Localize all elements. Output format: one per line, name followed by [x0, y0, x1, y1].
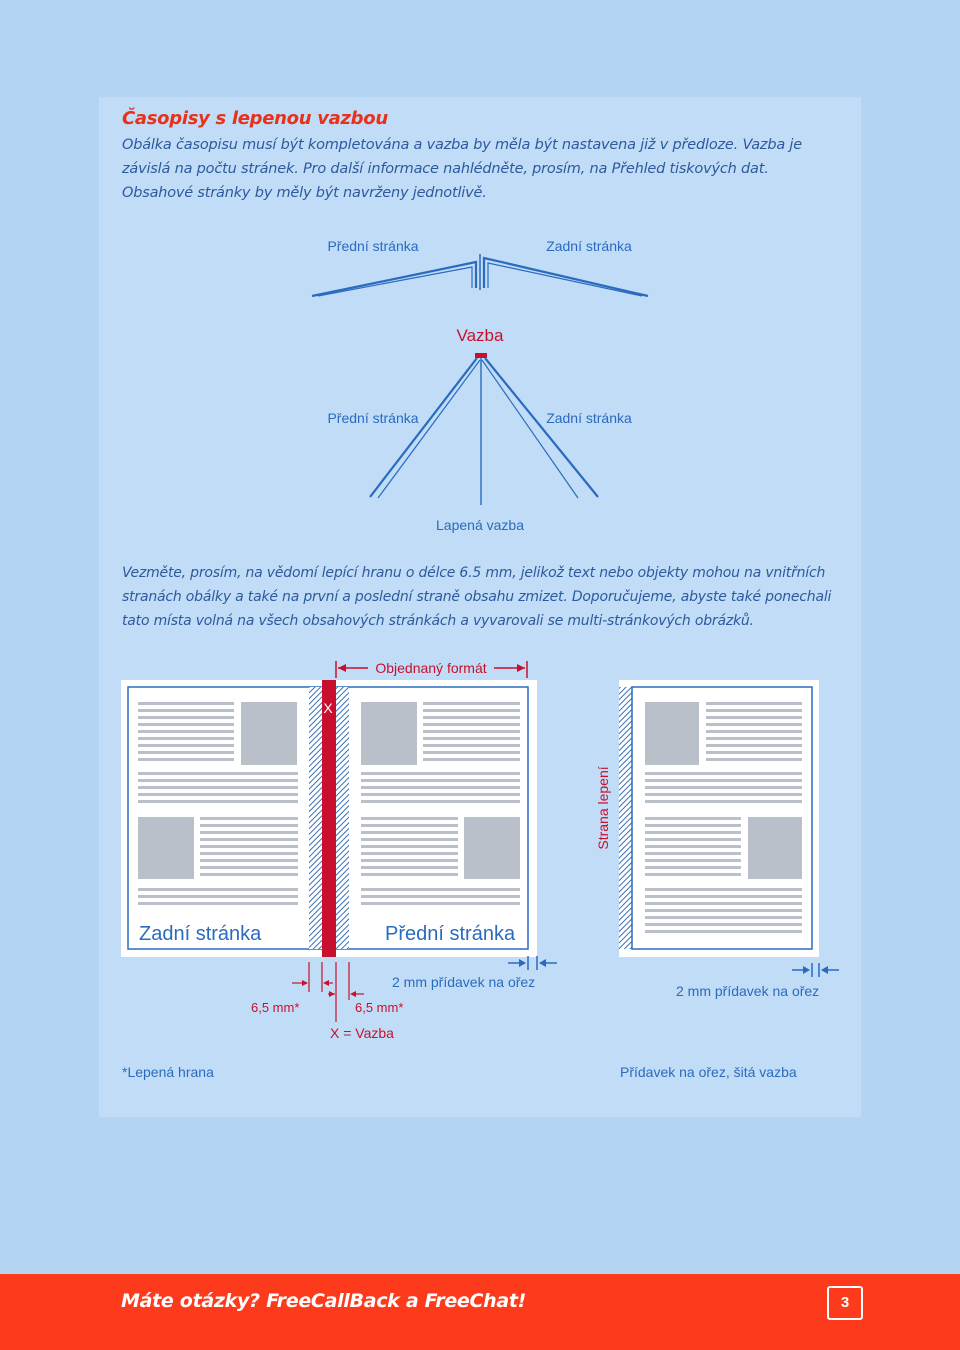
ordered-format-label: Objednaný formát [375, 660, 486, 676]
open-cover-diagram: Přední stránka Zadní stránka [311, 238, 649, 298]
spine-marker: X [323, 700, 333, 716]
folded-cover-diagram: Vazba Přední stránka Zadní stránka Lapen… [327, 326, 632, 533]
single-page-layout: Strana lepení 2 mm příd [595, 680, 839, 1080]
perfect-binding-caption: Lapená vazba [436, 517, 524, 533]
front-page-content [361, 702, 520, 905]
back-cover-inner-line [487, 262, 643, 297]
back-page-content [138, 702, 298, 905]
bleed-label-left: 2 mm přídavek na ořez [392, 974, 535, 990]
single-page-content [645, 702, 802, 933]
spine-strip [322, 680, 336, 957]
front-page-label: Přední stránka [327, 238, 418, 254]
footer-contact-text[interactable]: Máte otázky? FreeCallBack a FreeChat! [121, 1290, 527, 1312]
spread-layout: X Zadní stránka [121, 660, 557, 1080]
spine-mark [475, 353, 487, 358]
front-page-label-2: Přední stránka [327, 410, 418, 426]
spine-legend: X = Vazba [330, 1025, 394, 1041]
glue-side-hatch [619, 687, 632, 949]
saddle-stitch-caption: Přídavek na ořez, šitá vazba [620, 1064, 797, 1080]
back-cover-line [482, 256, 649, 298]
glue-edge-right [336, 687, 349, 949]
front-page-label-3: Přední stránka [385, 923, 516, 945]
intro-paragraph: Obálka časopisu musí být kompletována a … [122, 137, 802, 201]
glue-side-label: Strana lepení [595, 766, 611, 849]
back-page-label-3: Zadní stránka [139, 923, 262, 945]
front-cover-line [311, 260, 478, 298]
back-page-label: Zadní stránka [546, 238, 632, 254]
glue-width-left: 6,5 mm* [251, 1000, 299, 1015]
glue-width-right: 6,5 mm* [355, 1000, 403, 1015]
footer-bar [0, 1274, 960, 1350]
front-cover-inner-line [317, 266, 473, 297]
back-page-label-2: Zadní stránka [546, 410, 632, 426]
spine-label: Vazba [457, 326, 504, 345]
trim-frame-right [631, 686, 813, 950]
footnote-glue-edge: *Lepená hrana [122, 1064, 214, 1080]
bleed-label-right: 2 mm přídavek na ořez [676, 983, 819, 999]
glue-edge-left [309, 687, 322, 949]
glue-edge-paragraph: Vezměte, prosím, na vědomí lepící hranu … [122, 565, 832, 629]
page-number: 3 [827, 1286, 863, 1320]
page-title: Časopisy s lepenou vazbou [122, 108, 388, 129]
